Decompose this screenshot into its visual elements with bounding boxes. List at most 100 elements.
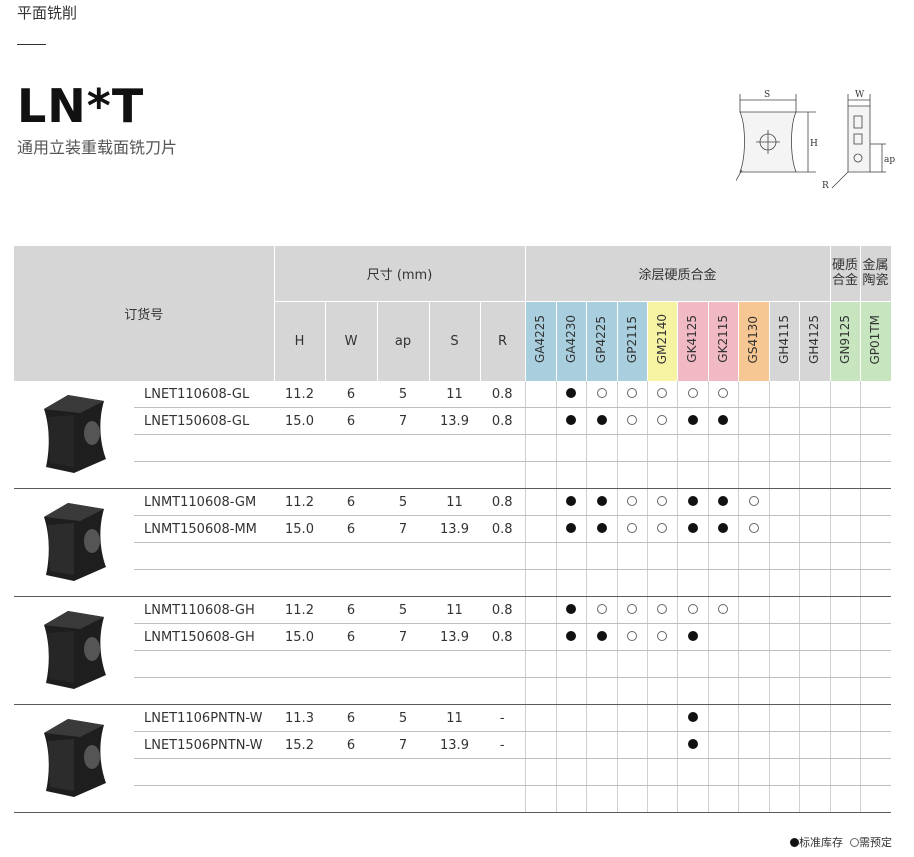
grade-cell-gk2115 bbox=[707, 434, 738, 462]
grade-cell-gs4130 bbox=[737, 542, 769, 570]
grade-cell-gk4125 bbox=[676, 650, 708, 678]
dim-ap: 7 bbox=[377, 731, 429, 759]
dim-h bbox=[274, 542, 325, 570]
in-stock-icon bbox=[687, 522, 698, 533]
grade-cell-gh4115 bbox=[768, 623, 799, 651]
grade-header-gk2115: GK2115 bbox=[708, 300, 739, 381]
grade-cell-gn9125 bbox=[829, 569, 860, 597]
grade-cell-gp2115 bbox=[616, 434, 647, 462]
in-stock-icon bbox=[718, 495, 728, 506]
grade-cell-gh4115 bbox=[768, 434, 799, 462]
dim-ap: 7 bbox=[377, 623, 429, 651]
label-h: H bbox=[810, 139, 818, 149]
dim-s: 11 bbox=[429, 596, 480, 624]
grade-cell-gk2115 bbox=[707, 596, 738, 624]
grade-cell-gm2140 bbox=[646, 704, 677, 732]
on-order-label: 需预定 bbox=[859, 836, 892, 849]
dim-r: - bbox=[480, 731, 525, 759]
grade-cell-gh4115 bbox=[768, 461, 799, 489]
dim-s: 11 bbox=[429, 488, 480, 516]
grade-cell-gs4130 bbox=[737, 704, 769, 732]
dim-r bbox=[480, 758, 525, 786]
grade-cell-gs4130 bbox=[737, 758, 769, 786]
grade-cell-gk4125 bbox=[676, 677, 708, 705]
dim-w: 6 bbox=[325, 704, 377, 732]
grade-cell-gs4130 bbox=[737, 569, 769, 597]
grade-cell-gn9125 bbox=[829, 461, 860, 489]
grade-cell-gk4125 bbox=[676, 569, 708, 597]
grade-cell-gp4225 bbox=[585, 731, 617, 759]
grade-cell-gh4115 bbox=[768, 785, 799, 813]
table-row bbox=[14, 542, 891, 570]
grade-cell-gk2115 bbox=[707, 623, 738, 651]
on-order-icon bbox=[718, 603, 728, 614]
table-row bbox=[14, 650, 891, 678]
dim-ap bbox=[377, 461, 429, 489]
grade-cell-gk4125 bbox=[676, 488, 708, 516]
grade-cell-gp2115 bbox=[616, 569, 647, 597]
grade-cell-gn9125 bbox=[829, 434, 860, 462]
label-ap: ap bbox=[884, 155, 895, 165]
dim-r bbox=[480, 677, 525, 705]
grade-cell-ga4230 bbox=[555, 542, 586, 570]
in-stock-icon bbox=[790, 838, 799, 847]
grade-cell-gk4125 bbox=[676, 596, 708, 624]
grade-cell-gm2140 bbox=[646, 623, 677, 651]
grade-cell-gh4115 bbox=[768, 381, 799, 408]
dim-w: 6 bbox=[325, 731, 377, 759]
grade-cell-gp01tm bbox=[859, 461, 891, 489]
cermet-header: 金属陶瓷 bbox=[860, 246, 892, 301]
grade-cell-gh4125 bbox=[798, 758, 830, 786]
grade-cell-ga4225 bbox=[524, 461, 556, 489]
dim-r bbox=[480, 434, 525, 462]
grade-cell-gn9125 bbox=[829, 381, 860, 408]
grade-cell-gn9125 bbox=[829, 596, 860, 624]
grade-cell-ga4225 bbox=[524, 785, 556, 813]
dim-h bbox=[274, 569, 325, 597]
grade-cell-gp2115 bbox=[616, 407, 647, 435]
on-order-icon bbox=[657, 387, 667, 398]
dim-s bbox=[429, 434, 480, 462]
grade-cell-ga4230 bbox=[555, 381, 586, 408]
grade-cell-gh4115 bbox=[768, 569, 799, 597]
dim-ap bbox=[377, 758, 429, 786]
grade-cell-gs4130 bbox=[737, 434, 769, 462]
grade-cell-gs4130 bbox=[737, 488, 769, 516]
grade-cell-gp4225 bbox=[585, 650, 617, 678]
grade-label: GM2140 bbox=[654, 314, 669, 365]
grade-cell-gn9125 bbox=[829, 407, 860, 435]
dim-h: 15.0 bbox=[274, 515, 325, 543]
dim-h: 15.2 bbox=[274, 731, 325, 759]
order-code: LNET1106PNTN-W bbox=[134, 704, 274, 732]
grade-cell-gk2115 bbox=[707, 650, 738, 678]
grade-header-ga4230: GA4230 bbox=[556, 300, 587, 381]
label-s: S bbox=[764, 90, 770, 100]
grade-cell-gp01tm bbox=[859, 623, 891, 651]
grade-cell-gs4130 bbox=[737, 731, 769, 759]
grade-cell-gp01tm bbox=[859, 407, 891, 435]
grade-cell-gs4130 bbox=[737, 407, 769, 435]
grade-cell-ga4225 bbox=[524, 650, 556, 678]
on-order-icon bbox=[748, 522, 759, 533]
grade-cell-gh4125 bbox=[798, 515, 830, 543]
grade-cell-gn9125 bbox=[829, 542, 860, 570]
grade-cell-gm2140 bbox=[646, 461, 677, 489]
grade-cell-gp4225 bbox=[585, 623, 617, 651]
grade-cell-gk4125 bbox=[676, 434, 708, 462]
grade-cell-gm2140 bbox=[646, 785, 677, 813]
grade-cell-gm2140 bbox=[646, 596, 677, 624]
grade-label: GS4130 bbox=[746, 315, 760, 363]
grade-cell-gp2115 bbox=[616, 542, 647, 570]
grade-cell-gh4115 bbox=[768, 677, 799, 705]
order-code bbox=[134, 758, 274, 786]
grade-header-gh4115: GH4115 bbox=[769, 300, 800, 381]
grade-cell-gn9125 bbox=[829, 677, 860, 705]
on-order-icon bbox=[627, 630, 637, 641]
grade-cell-gs4130 bbox=[737, 461, 769, 489]
grade-cell-ga4225 bbox=[524, 488, 556, 516]
grade-cell-ga4225 bbox=[524, 434, 556, 462]
table-row bbox=[14, 434, 891, 462]
